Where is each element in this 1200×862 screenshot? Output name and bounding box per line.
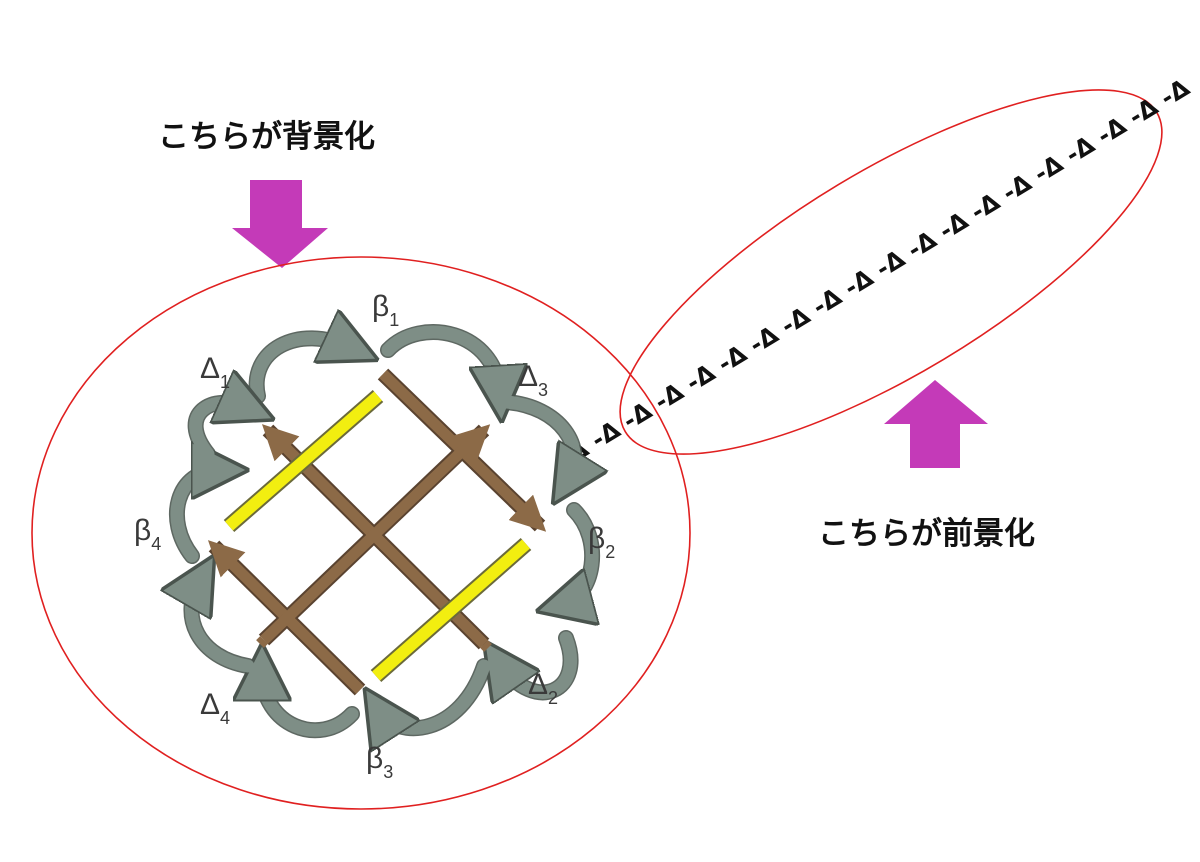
label-beta4: β4 xyxy=(134,514,161,554)
label-delta3: Δ3 xyxy=(518,360,548,400)
lattice-yellow-bars xyxy=(223,389,532,683)
foreground-ellipse xyxy=(619,89,1163,455)
label-beta3: β3 xyxy=(366,742,393,782)
cloud-arrows xyxy=(177,332,592,730)
down-arrow-icon xyxy=(232,180,328,268)
label-delta4: Δ4 xyxy=(200,688,230,728)
up-arrow-icon xyxy=(884,380,988,468)
background-ellipse xyxy=(31,256,691,810)
delta-chain: -Δ -Δ -Δ -Δ -Δ -Δ -Δ -Δ -Δ -Δ -Δ -Δ -Δ -… xyxy=(555,73,1195,473)
background-label: こちらが背景化 xyxy=(158,119,375,155)
label-delta1: Δ1 xyxy=(200,352,230,392)
label-delta2: Δ2 xyxy=(528,668,558,708)
label-beta1: β1 xyxy=(372,290,399,330)
lattice-brown-bars xyxy=(207,368,547,696)
label-beta2: β2 xyxy=(588,522,615,562)
foreground-label: こちらが前景化 xyxy=(818,516,1035,552)
lattice-bar xyxy=(260,424,491,644)
loop-labels: β1 Δ3 β2 Δ2 β3 Δ4 β4 Δ1 xyxy=(134,290,615,782)
lattice-bar xyxy=(480,640,492,652)
lattice-bar xyxy=(256,636,268,648)
